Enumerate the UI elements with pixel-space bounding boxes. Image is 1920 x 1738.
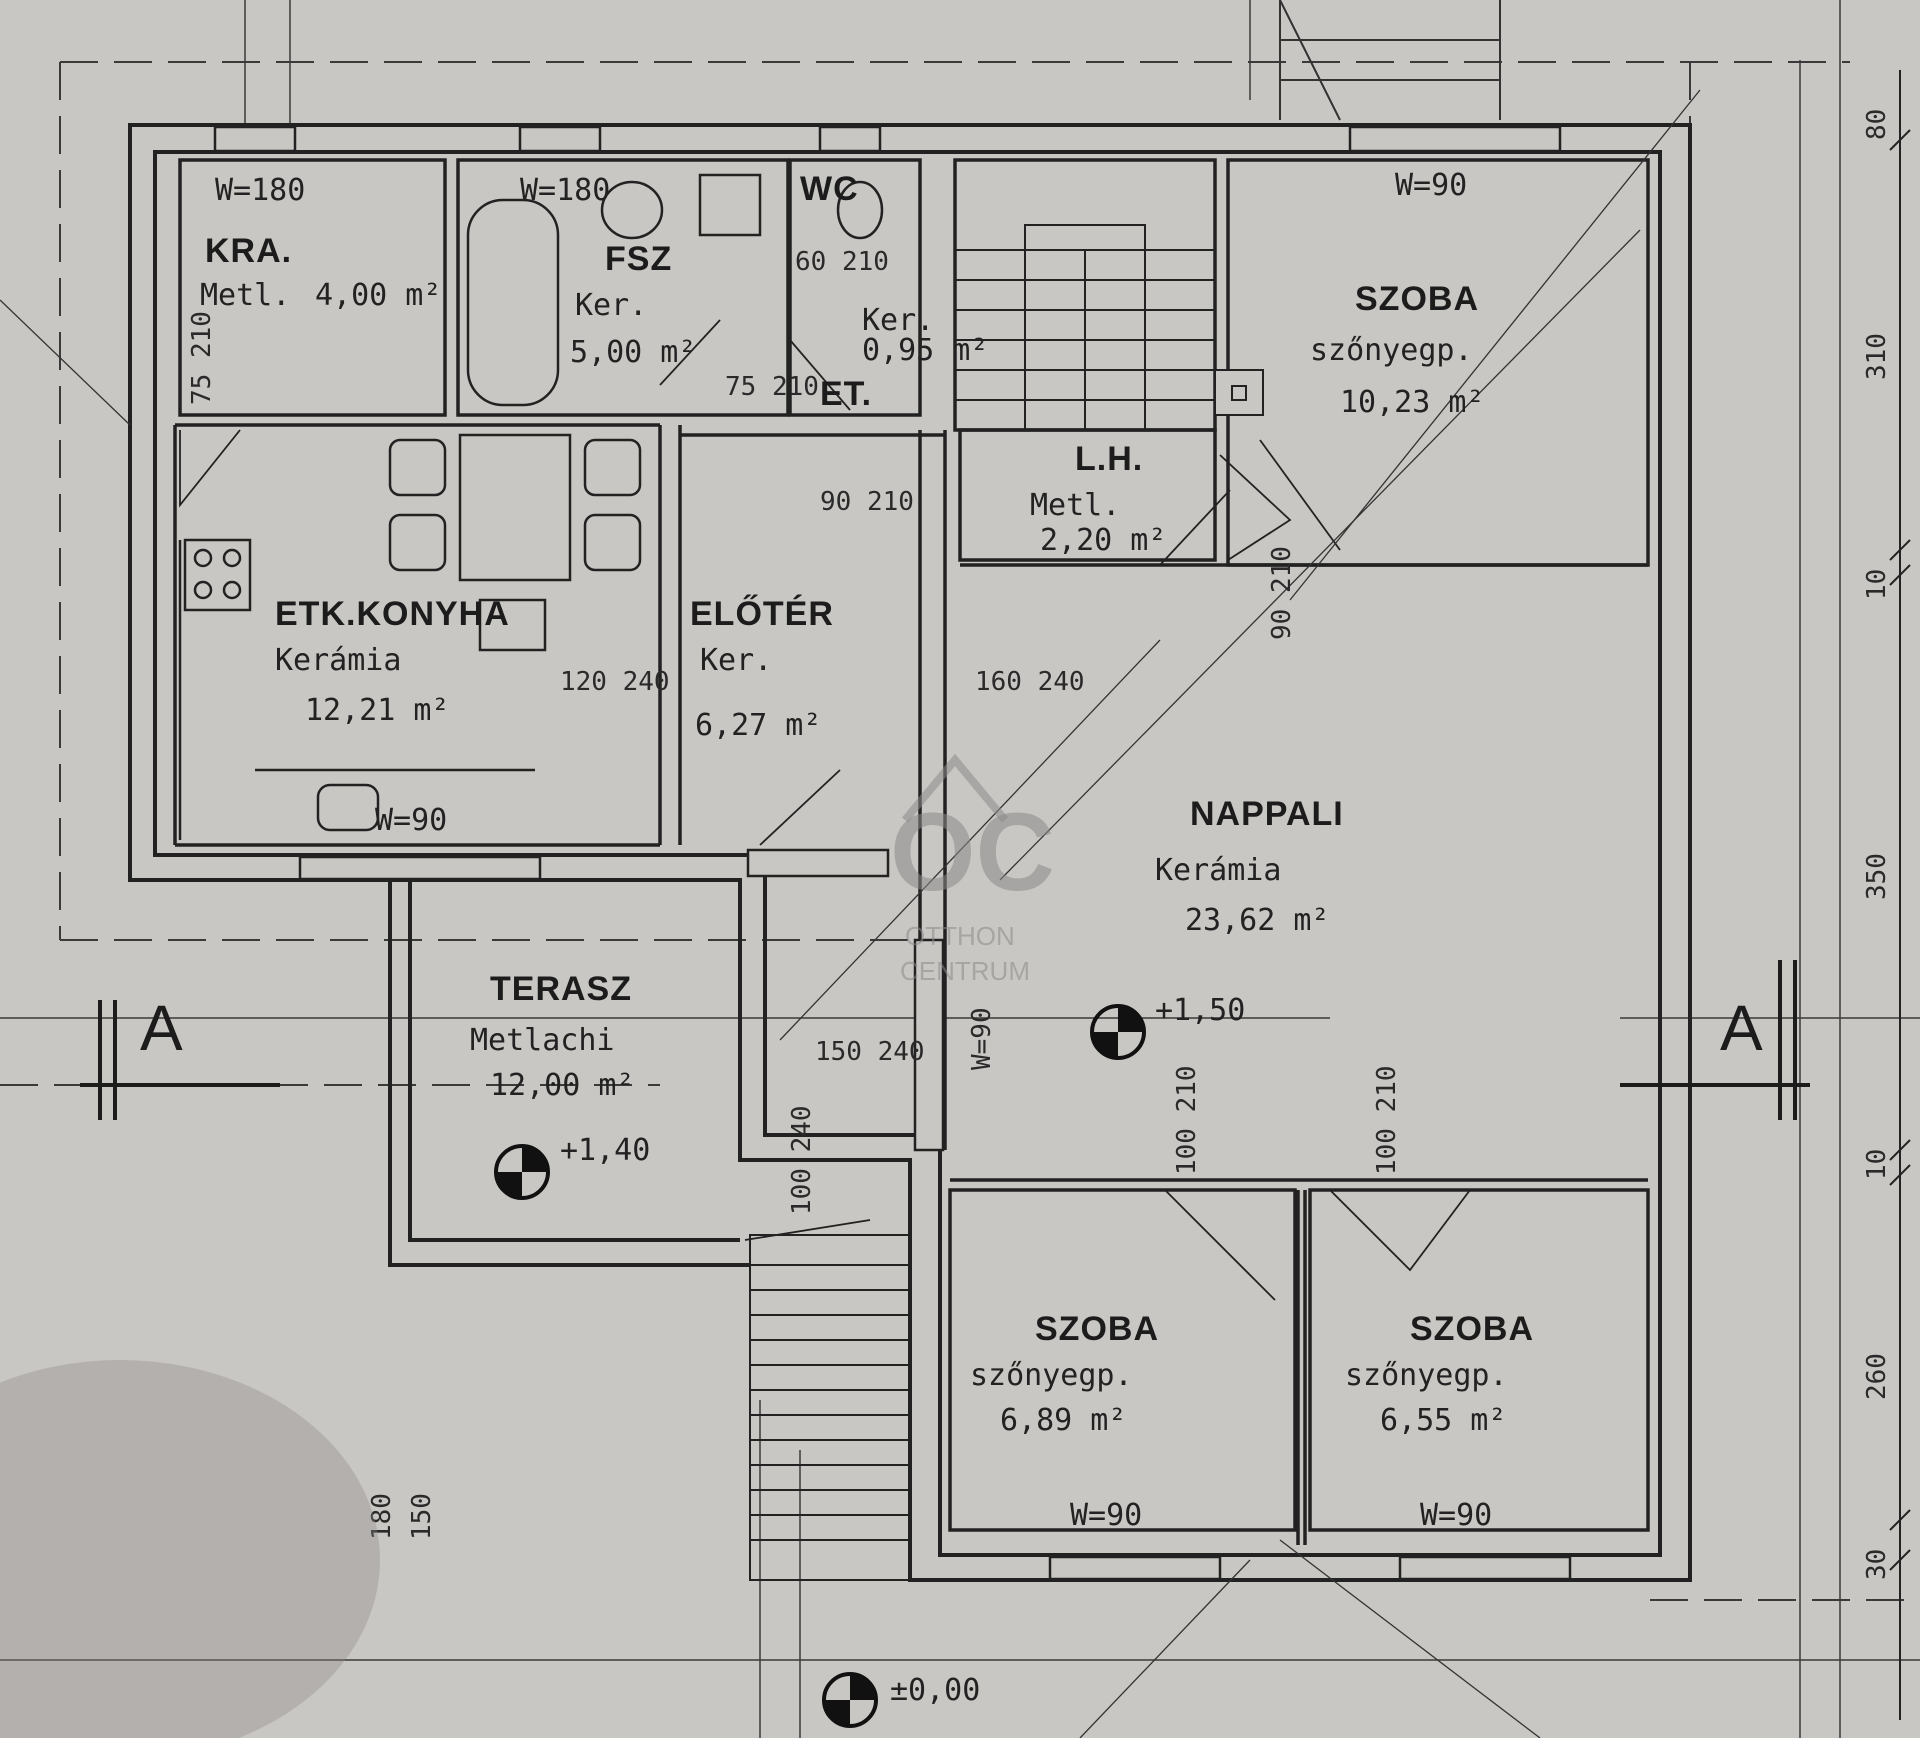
szoba3-area: 6,55 m²	[1380, 1403, 1506, 1438]
konyha-name: ETK.KONYHA	[275, 595, 510, 633]
lh-area: 2,20 m²	[1040, 523, 1166, 558]
kra-floor: Metl.	[200, 278, 290, 313]
dim-right-6: 260	[1862, 1353, 1892, 1400]
kra-window: W=180	[215, 173, 305, 208]
wc-area: 0,95 m²	[862, 333, 988, 368]
fsz-window: W=180	[520, 173, 610, 208]
fsz-area: 5,00 m²	[570, 335, 696, 370]
szoba2-area: 6,89 m²	[1000, 1403, 1126, 1438]
szoba1-floor: szőnyegp.	[1310, 333, 1473, 368]
chair	[388, 513, 447, 572]
fixtures	[178, 173, 884, 840]
dim-right-3: 10	[1862, 569, 1892, 600]
watermark-logo: OC	[890, 791, 1055, 914]
konyha-area: 12,21 m²	[305, 693, 450, 728]
reference-diagonals	[0, 89, 1701, 1738]
lh-name: L.H.	[1075, 440, 1143, 478]
eloter-area: 6,27 m²	[695, 708, 821, 743]
section-label-right: A	[1720, 992, 1763, 1064]
toilet	[836, 180, 884, 240]
door-eloter-wc: 90 210	[820, 487, 914, 517]
terasz-name: TERASZ	[490, 970, 632, 1008]
dim-right-4: 350	[1862, 853, 1892, 900]
wc-et: ET.	[820, 375, 872, 413]
fsz-floor: Ker.	[575, 288, 647, 323]
fsz-door: 75 210	[725, 372, 819, 402]
bathtub	[466, 198, 560, 407]
eloter-name: ELŐTÉR	[690, 595, 834, 633]
lh-floor: Metl.	[1030, 488, 1120, 523]
dim-right-2: 310	[1862, 333, 1892, 380]
door-nappali-szoba3: 100 210	[1372, 1065, 1402, 1175]
dim-bottom-1: 180	[367, 1493, 397, 1540]
szoba1-name: SZOBA	[1355, 280, 1479, 318]
szoba3-name: SZOBA	[1410, 1310, 1534, 1348]
dim-right-1: 80	[1862, 109, 1892, 140]
entry-stairs-bottom	[749, 1234, 911, 1581]
terasz-area: 12,00 m²	[490, 1068, 635, 1103]
szoba2-name: SZOBA	[1035, 1310, 1159, 1348]
door-swings	[179, 319, 1471, 1301]
section-label-left: A	[140, 992, 183, 1064]
level-ground: ±0,00	[890, 1673, 980, 1708]
chair	[478, 598, 547, 652]
section-markers	[80, 960, 1810, 1120]
level-marker-nappali	[1090, 1004, 1146, 1060]
entry-stairs-top	[1279, 0, 1501, 121]
dim-bottom-2: 150	[407, 1493, 437, 1540]
wc-name: WC	[800, 170, 859, 208]
photo-shadow	[0, 1360, 380, 1738]
konyha-window: W=90	[375, 803, 447, 838]
dimension-chain-right	[1889, 70, 1911, 1720]
level-nappali: +1,50	[1155, 993, 1245, 1028]
chair	[583, 438, 642, 497]
dim-right-7: 30	[1862, 1549, 1892, 1580]
watermark-line2: CENTRUM	[900, 956, 1030, 986]
szoba3-window: W=90	[1420, 1498, 1492, 1533]
fsz-name: FSZ	[605, 240, 672, 278]
watermark-line1: OTTHON	[905, 921, 1015, 951]
wc-door: 60 210	[795, 247, 889, 277]
door-eloter-nappali: 160 240	[975, 667, 1085, 697]
wc-floor: Ker.	[862, 303, 934, 338]
door-nappali-szoba2: 100 210	[1172, 1065, 1202, 1175]
door-szoba1: 90 210	[1267, 546, 1297, 640]
dim-right-5: 10	[1862, 1149, 1892, 1180]
szoba2-window: W=90	[1070, 1498, 1142, 1533]
szoba1-window: W=90	[1395, 168, 1467, 203]
nappali-name: NAPPALI	[1190, 795, 1344, 833]
szoba2-floor: szőnyegp.	[970, 1358, 1133, 1393]
interior-stairs	[955, 224, 1264, 431]
stove	[183, 538, 252, 612]
dining-table	[458, 433, 572, 582]
side-window: W=90	[967, 1007, 997, 1070]
kra-door: 75 210	[187, 311, 217, 405]
terasz-floor: Metlachi	[470, 1023, 615, 1058]
konyha-floor: Kerámia	[275, 643, 401, 678]
door-stair: 100 240	[787, 1105, 817, 1215]
boiler	[698, 173, 762, 237]
eloter-floor: Ker.	[700, 643, 772, 678]
level-marker-ground	[822, 1672, 878, 1728]
windows	[213, 125, 1572, 1581]
level-marker-terasz	[494, 1144, 550, 1200]
level-terasz: +1,40	[560, 1133, 650, 1168]
door-terasz: 150 240	[815, 1037, 925, 1067]
chair	[388, 438, 447, 497]
washbasin	[600, 180, 664, 240]
nappali-area: 23,62 m²	[1185, 903, 1330, 938]
szoba1-area: 10,23 m²	[1340, 385, 1485, 420]
sink	[316, 783, 380, 832]
chair	[583, 513, 642, 572]
door-konyha-eloter: 120 240	[560, 667, 670, 697]
kra-name: KRA.	[205, 232, 292, 270]
watermark: OC OTTHON CENTRUM	[890, 753, 1055, 986]
nappali-floor: Kerámia	[1155, 853, 1281, 888]
szoba3-floor: szőnyegp.	[1345, 1358, 1508, 1393]
kra-area: 4,00 m²	[315, 278, 441, 313]
